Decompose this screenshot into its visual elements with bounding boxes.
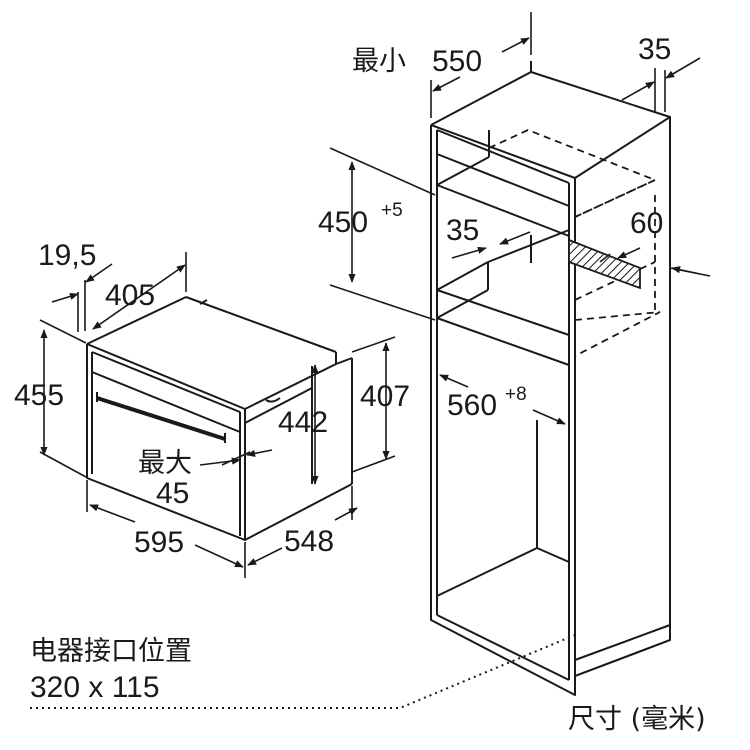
oven-depth-front-label: 19,5: [38, 239, 96, 272]
cabinet-top-right-edge: [574, 116, 671, 179]
cabinet-outer-frame: [430, 61, 671, 696]
niche-width-label: 560: [447, 389, 497, 422]
dimension-lines: [39, 12, 711, 578]
units-label: 尺寸 (毫米): [568, 704, 706, 735]
cabinet-min-label: 最小: [352, 46, 406, 77]
cabinet-top-left-edge: [430, 71, 532, 126]
cabinet-top-gap-label: 35: [638, 33, 671, 66]
niche-height-tol: +5: [381, 200, 403, 221]
tall-cabinet: [430, 61, 671, 696]
cabinet-inner-bottom: [436, 614, 570, 681]
niche-top: [436, 289, 570, 336]
oven-width-label: 595: [134, 526, 184, 559]
niche-height-label: 450: [318, 206, 368, 239]
plinth-right: [574, 639, 671, 677]
vent-height-label: 60: [630, 207, 663, 240]
dashed-outlines: [488, 129, 661, 545]
cabinet-inner-top: [436, 129, 570, 184]
oven-height-right-label: 407: [360, 380, 410, 413]
dashed-niche-outline: [574, 311, 661, 357]
cabinet-top-front-edge: [430, 124, 576, 179]
oven-control-notch: [265, 397, 281, 403]
oven-top-right: [244, 363, 337, 410]
vent-hatch: [568, 238, 641, 290]
oven-handle: [96, 396, 226, 441]
cabinet-min-depth-label: 550: [432, 45, 482, 78]
oven-front-face: [86, 344, 246, 541]
oven-height-inner-label: 442: [278, 406, 328, 439]
dashed-top-outline: [488, 129, 658, 218]
oven-max-value: 45: [156, 477, 189, 510]
oven-top-back: [185, 296, 337, 353]
upper-shelf-front: [436, 153, 570, 207]
upper-shelf-lower: [436, 184, 570, 237]
vent-depth-label: 35: [446, 214, 479, 247]
connector-label: 电器接口位置: [30, 636, 192, 667]
oven-max-label: 最大: [138, 448, 192, 479]
oven-height-outer-label: 455: [14, 379, 64, 412]
niche-width-tol: +8: [505, 384, 527, 405]
bottom-compartment-back: [436, 547, 538, 597]
oven-depth-top-label: 405: [105, 279, 155, 312]
connector-size-label: 320 x 115: [30, 671, 160, 704]
upper-shelf-back: [436, 156, 490, 186]
oven-depth-bottom-label: 548: [284, 525, 334, 558]
niche-bottom-back: [436, 289, 489, 319]
niche-bottom-front: [436, 317, 570, 366]
